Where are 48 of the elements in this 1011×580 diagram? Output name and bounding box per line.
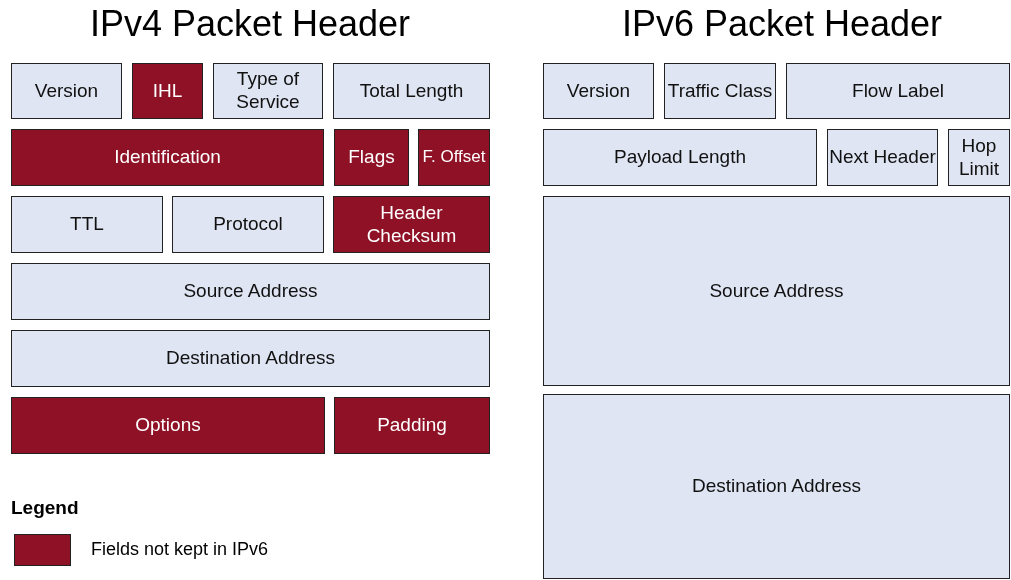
- header-field: [11, 263, 490, 320]
- header-field: [543, 63, 654, 119]
- field-name: Identification: [114, 146, 221, 169]
- field-name: Flags: [348, 146, 395, 169]
- field-name: Flow Label: [852, 79, 944, 103]
- header-field: [418, 129, 490, 186]
- header-field: [11, 330, 490, 387]
- header-field: [543, 196, 1010, 386]
- header-field: [213, 63, 323, 119]
- field-name: Source Address: [709, 279, 844, 303]
- header-field: [11, 196, 163, 253]
- field-name: IHL: [152, 79, 183, 103]
- header-field: [334, 397, 490, 454]
- header-field: [543, 394, 1010, 579]
- field-name: Next Header: [829, 146, 936, 169]
- field-name: Version: [566, 79, 631, 103]
- field-name: Destination Address: [692, 475, 861, 498]
- header-field: [543, 129, 817, 186]
- field-name: Type of Service: [235, 68, 301, 114]
- field-name: F. Offset: [422, 147, 486, 168]
- header-field: [334, 129, 409, 186]
- heading: IPv6 Packet Header: [621, 3, 943, 45]
- field-name: Header Checksum: [365, 201, 458, 248]
- header-field: [132, 63, 203, 119]
- header-field: [827, 129, 938, 186]
- field-name: Version: [34, 79, 99, 103]
- field-name: Source Address: [183, 280, 318, 303]
- header-field: [664, 63, 776, 119]
- header-field: [11, 129, 324, 186]
- field-name: TTL: [70, 213, 104, 236]
- field-name: Options: [135, 414, 201, 437]
- heading: IPv4 Packet Header: [89, 3, 411, 45]
- header-field: [333, 63, 490, 119]
- field-name: Protocol: [213, 213, 283, 236]
- field-name: Traffic Class: [667, 79, 773, 103]
- legend-title: Legend: [11, 497, 79, 519]
- header-field: [11, 397, 325, 454]
- header-field: [11, 63, 122, 119]
- field-name: Total Length: [359, 79, 464, 103]
- field-name: Padding: [377, 414, 447, 437]
- field-name: Destination Address: [166, 347, 335, 370]
- field-name: Hop Limit: [957, 134, 1001, 181]
- header-field: [786, 63, 1010, 119]
- header-field: [172, 196, 324, 253]
- header-field: [948, 129, 1010, 186]
- legend-text: Fields not kept in IPv6: [91, 539, 269, 560]
- field-name: Payload Length: [613, 146, 747, 169]
- header-field: [333, 196, 490, 253]
